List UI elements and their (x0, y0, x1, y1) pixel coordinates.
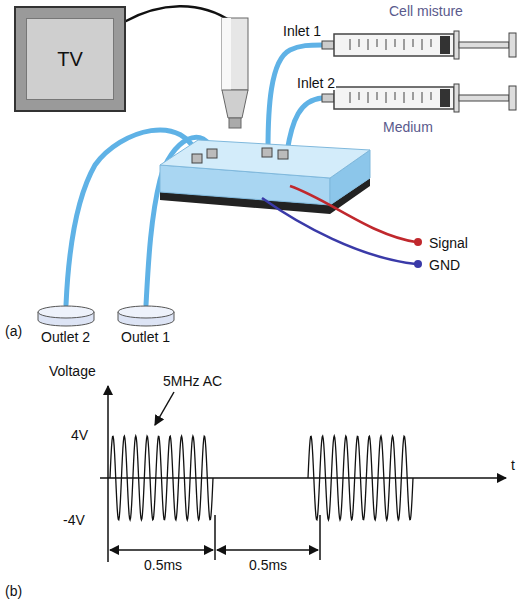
microfluidic-chip (160, 140, 370, 214)
dimension-label: 0.5ms (248, 558, 288, 572)
syringe-label: Medium (382, 120, 434, 134)
outlet-label: Outlet 2 (40, 330, 91, 344)
callout-label: 5MHz AC (162, 374, 223, 388)
axis-label: Voltage (48, 364, 97, 378)
outlet-dish (38, 306, 174, 326)
panel-label: (b) (4, 584, 23, 598)
terminal-label: Signal (428, 236, 469, 250)
ac-burst (308, 436, 413, 520)
ac-burst (110, 436, 213, 520)
ground-terminal (414, 260, 422, 268)
port-label: Inlet 2 (296, 76, 336, 90)
outlet-label: Outlet 1 (120, 330, 171, 344)
signal-wire (290, 186, 416, 242)
panel-label: (a) (4, 324, 23, 338)
axis-label: t (510, 458, 516, 472)
tick-label: 4V (70, 428, 89, 442)
port-label: Inlet 1 (282, 24, 322, 38)
terminal-label: GND (428, 258, 461, 272)
syringe-label: Cell misture (388, 4, 464, 18)
video-cable (124, 6, 232, 22)
dimension-label: 0.5ms (143, 558, 183, 572)
syringe (322, 31, 516, 59)
tick-label: -4V (62, 513, 86, 527)
signal-terminal (414, 238, 422, 246)
node-text: TV (57, 48, 83, 71)
ground-wire (262, 198, 416, 264)
microscope-objective (222, 18, 248, 128)
syringe (322, 84, 516, 112)
monitor-box: TV (14, 6, 126, 112)
axes (100, 386, 506, 562)
